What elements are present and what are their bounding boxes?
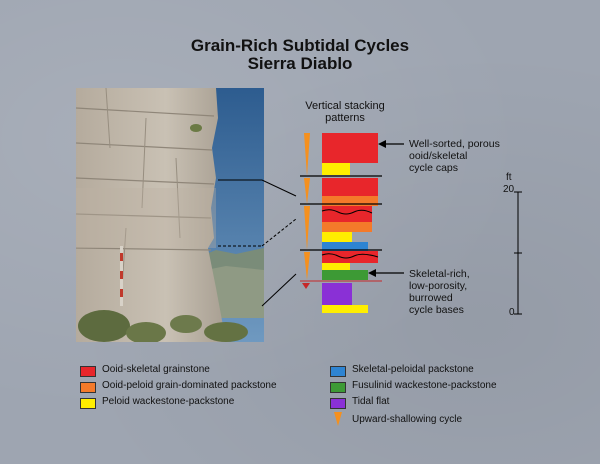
arrow-icon <box>368 269 376 277</box>
arrow-icon <box>378 140 386 148</box>
title-line-2: Sierra Diablo <box>247 54 353 73</box>
bed-peloid-wackestone <box>322 163 350 175</box>
bed-peloid-wackestone <box>322 232 352 242</box>
bed-peloid-wackestone <box>322 305 368 313</box>
outcrop-photo <box>76 88 264 342</box>
legend-swatch <box>80 366 96 377</box>
legend-label: Fusulinid wackestone-packstone <box>352 380 497 391</box>
scale-unit: ft <box>506 172 512 183</box>
correlation-line-3 <box>261 273 297 307</box>
cycle-triangle <box>304 133 310 176</box>
bed-peloid-wackestone <box>322 263 350 270</box>
legend-label: Tidal flat <box>352 396 390 407</box>
scale-max: 20 <box>503 184 515 195</box>
column-header: Vertical stacking patterns <box>305 100 385 124</box>
bed-skeletal-peloidal-packstone <box>322 242 368 251</box>
cycle-triangle <box>304 252 310 280</box>
scale-min: 0 <box>509 307 515 318</box>
correlation-line-1 <box>218 179 297 197</box>
legend-label: Ooid-skeletal grainstone <box>102 364 210 375</box>
legend-label: Ooid-peloid grain-dominated packstone <box>102 380 277 391</box>
annotation-cycle-bases: Skeletal-rich, low-porosity, burrowed cy… <box>409 268 470 316</box>
cycle-triangle <box>304 206 310 250</box>
upward-shallowing-cycle-icon <box>334 412 342 426</box>
bed-fusulinid-wackestone <box>322 270 368 280</box>
legend-label: Skeletal-peloidal packstone <box>352 364 474 375</box>
bed-ooid-skeletal-grainstone <box>322 133 378 163</box>
stratigraphic-column <box>322 133 378 313</box>
legend-label: Peloid wackestone-packstone <box>102 396 235 407</box>
cycle-triangle <box>304 178 310 204</box>
bed-ooid-peloid-packstone <box>322 222 372 232</box>
bed-ooid-peloid-packstone <box>322 196 378 206</box>
legend-swatch <box>80 398 96 409</box>
legend-swatch <box>330 366 346 377</box>
legend-label: Upward-shallowing cycle <box>352 414 463 425</box>
bed-ooid-skeletal-grainstone <box>322 178 378 196</box>
bed-tidal-flat <box>322 283 352 305</box>
title-line-1: Grain-Rich Subtidal Cycles <box>190 36 410 55</box>
legend-swatch <box>80 382 96 393</box>
legend-swatch <box>330 398 346 409</box>
annotation-cycle-caps: Well-sorted, porous ooid/skeletal cycle … <box>409 138 500 174</box>
legend-swatch <box>330 382 346 393</box>
